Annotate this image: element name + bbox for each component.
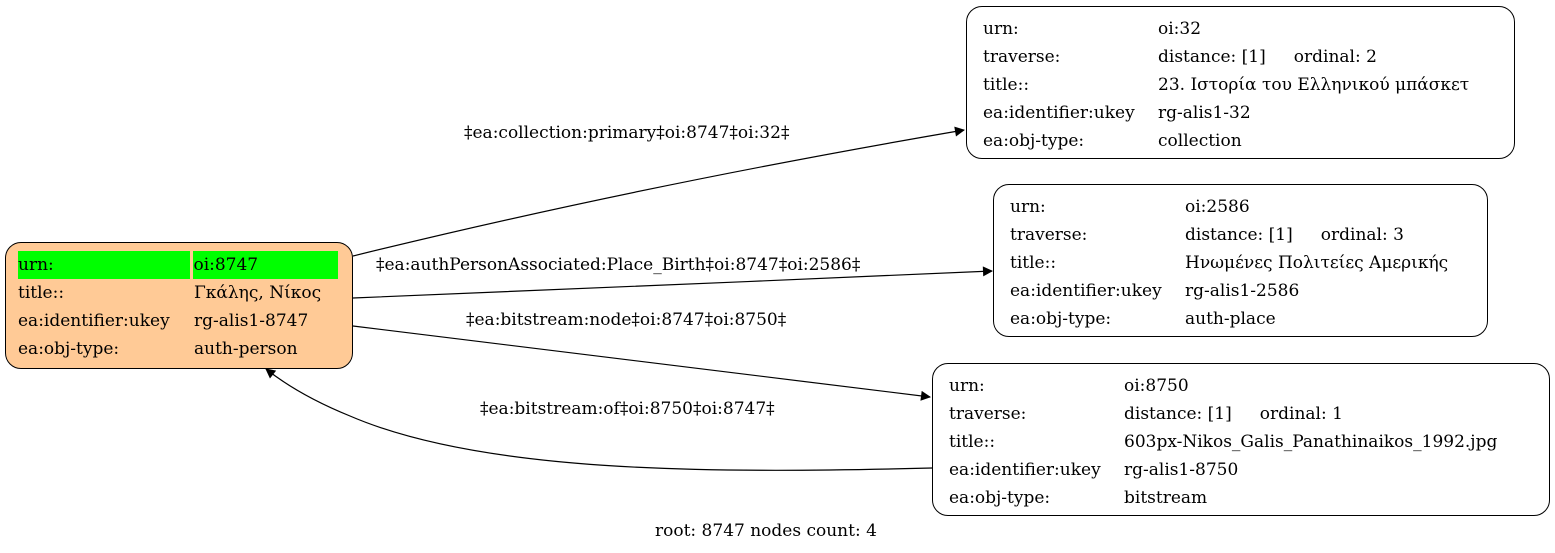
node-urn-row: urn: oi:2586 [1010,193,1473,221]
root-ukey-key: ea:identifier:ukey [18,311,170,331]
node-type-row: ea:obj-type: bitstream [949,484,1535,512]
node-traverse-row: traverse: distance: [1] ordinal: 3 [1010,221,1473,249]
node-urn-key: urn: [949,376,985,396]
node-collection[interactable]: urn: oi:32 traverse: distance: [1] ordin… [966,6,1515,159]
root-type-key: ea:obj-type: [18,339,120,359]
node-ukey-key: ea:identifier:ukey [949,460,1101,480]
node-title-value: 603px-Nikos_Galis_Panathinaikos_1992.jpg [1124,432,1498,452]
node-urn-row: urn: oi:32 [983,15,1500,43]
node-urn-key: urn: [983,19,1019,39]
node-type-value: collection [1158,131,1242,151]
node-type-value: auth-place [1185,309,1276,329]
node-urn-key: urn: [1010,197,1046,217]
node-ukey-row: ea:identifier:ukey rg-alis1-2586 [1010,277,1473,305]
node-title-key: title:: [949,432,996,452]
root-urn-row: urn: oi:8747 [18,251,338,279]
node-ukey-key: ea:identifier:ukey [983,103,1135,123]
node-ukey-row: ea:identifier:ukey rg-alis1-32 [983,99,1500,127]
edge-place-birth [352,266,993,299]
root-ukey-row: ea:identifier:ukey rg-alis1-8747 [18,307,338,335]
node-type-key: ea:obj-type: [983,131,1085,151]
node-ukey-value: rg-alis1-32 [1158,103,1251,123]
node-type-row: ea:obj-type: auth-place [1010,305,1473,333]
node-urn-value: oi:8750 [1124,376,1189,396]
node-type-key: ea:obj-type: [949,488,1051,508]
node-title-value: Ηνωμένες Πολιτείες Αμερικής [1185,253,1449,273]
node-urn-value: oi:32 [1158,19,1202,39]
node-title-key: title:: [1010,253,1057,273]
edge-label-collection-primary: ‡ea:collection:primary‡oi:8747‡oi:32‡ [464,123,790,143]
node-urn-row: urn: oi:8750 [949,372,1535,400]
edge-label-place-birth: ‡ea:authPersonAssociated:Place_Birth‡oi:… [376,255,861,275]
node-ordinal: ordinal: 1 [1259,404,1343,424]
edge-label-bitstream-node: ‡ea:bitstream:node‡oi:8747‡oi:8750‡ [466,310,787,330]
graph-footer: root: 8747 nodes count: 4 [655,521,877,541]
node-title-row: title:: 603px-Nikos_Galis_Panathinaikos_… [949,428,1535,456]
node-ordinal: ordinal: 3 [1320,225,1404,245]
node-traverse-key: traverse: [983,47,1061,67]
edge-collection-primary [352,126,965,257]
node-title-value: 23. Ιστορία του Ελληνικού μπάσκετ [1158,75,1470,95]
node-traverse-row: traverse: distance: [1] ordinal: 2 [983,43,1500,71]
node-title-key: title:: [983,75,1030,95]
root-title-value: Γκάλης, Νίκος [194,283,322,303]
edge-bitstream-node [352,325,931,401]
node-type-row: ea:obj-type: collection [983,127,1500,155]
node-distance: distance: [1] [1124,404,1232,424]
root-title-key: title:: [18,283,65,303]
node-ordinal: ordinal: 2 [1293,47,1377,67]
node-distance: distance: [1] [1185,225,1293,245]
node-ukey-value: rg-alis1-2586 [1185,281,1300,301]
node-distance: distance: [1] [1158,47,1266,67]
root-node[interactable]: urn: oi:8747 title:: Γκάλης, Νίκος ea:id… [5,242,353,369]
node-traverse-key: traverse: [1010,225,1088,245]
node-ukey-value: rg-alis1-8750 [1124,460,1239,480]
node-urn-value: oi:2586 [1185,197,1250,217]
node-title-row: title:: Ηνωμένες Πολιτείες Αμερικής [1010,249,1473,277]
node-type-key: ea:obj-type: [1010,309,1112,329]
root-type-value: auth-person [194,339,298,359]
node-traverse-key: traverse: [949,404,1027,424]
root-title-row: title:: Γκάλης, Νίκος [18,279,338,307]
edge-bitstream-of [265,368,933,471]
node-bitstream[interactable]: urn: oi:8750 traverse: distance: [1] ord… [932,363,1550,516]
root-urn-key: urn: [18,251,191,279]
node-place[interactable]: urn: oi:2586 traverse: distance: [1] ord… [993,184,1488,337]
node-title-row: title:: 23. Ιστορία του Ελληνικού μπάσκε… [983,71,1500,99]
edge-label-bitstream-of: ‡ea:bitstream:of‡oi:8750‡oi:8747‡ [480,399,775,419]
node-traverse-row: traverse: distance: [1] ordinal: 1 [949,400,1535,428]
node-ukey-key: ea:identifier:ukey [1010,281,1162,301]
root-ukey-value: rg-alis1-8747 [194,311,309,331]
root-type-row: ea:obj-type: auth-person [18,335,338,363]
node-type-value: bitstream [1124,488,1208,508]
node-ukey-row: ea:identifier:ukey rg-alis1-8750 [949,456,1535,484]
root-urn-value: oi:8747 [193,251,338,279]
